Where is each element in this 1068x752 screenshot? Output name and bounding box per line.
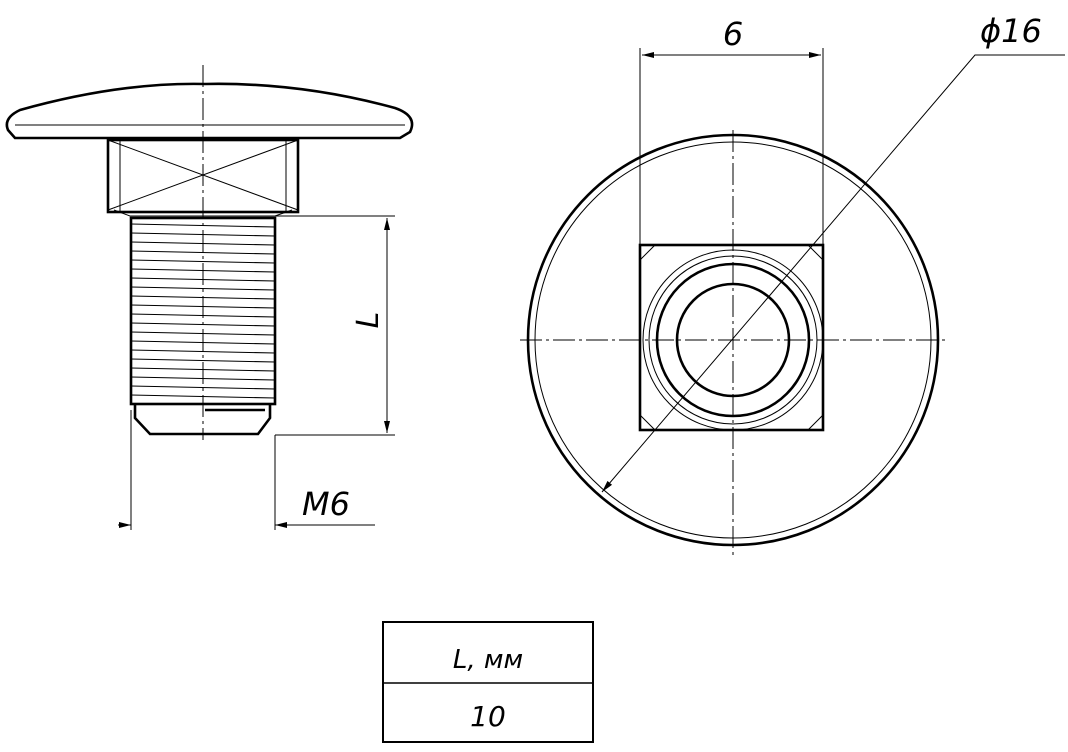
table-header: L, мм — [453, 645, 523, 675]
side-view: L M6 — [5, 65, 414, 530]
diameter-label: ϕ16 — [980, 12, 1042, 50]
thread-label: M6 — [302, 485, 350, 523]
top-view: 6 ϕ16 — [520, 12, 1065, 555]
bolt-head — [5, 82, 414, 140]
length-table: L, мм 10 — [382, 621, 594, 743]
diameter-dimension: ϕ16 — [601, 12, 1065, 493]
width-dimension: 6 — [639, 15, 824, 245]
thread-dimension: M6 — [118, 410, 375, 530]
width-label: 6 — [723, 15, 743, 53]
length-dimension: L — [275, 215, 395, 436]
table-value: 10 — [470, 700, 506, 733]
length-label: L — [351, 312, 386, 329]
square-neck — [106, 138, 300, 217]
center-lines — [520, 130, 948, 555]
thread — [129, 216, 277, 436]
